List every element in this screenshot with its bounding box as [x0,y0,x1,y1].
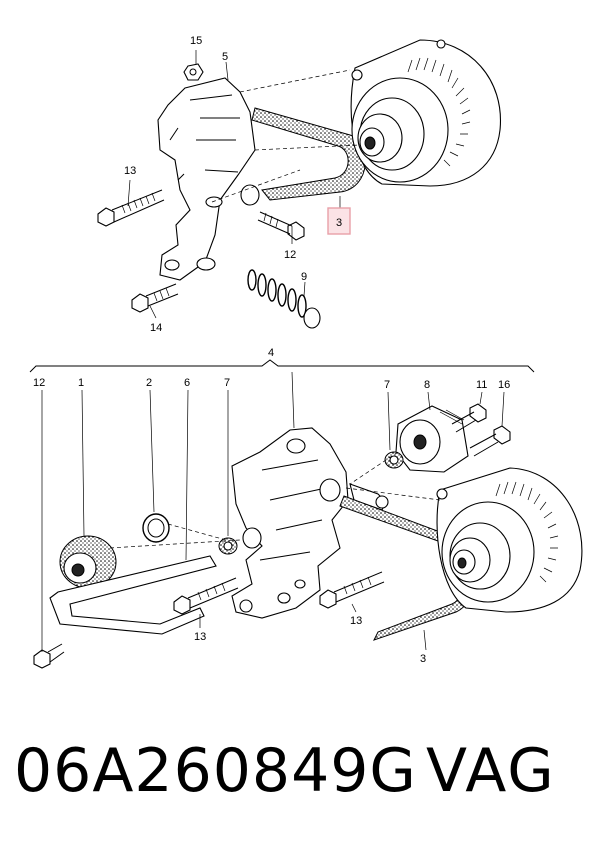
link-pin [349,483,389,511]
upper-assembly: 15 5 13 12 3 9 14 [97,35,502,334]
callout-14: 14 [150,322,162,334]
nut [183,63,204,81]
callout-6: 6 [184,377,190,389]
callout-7: 7 [384,379,390,391]
idler-pulley [59,535,117,589]
washer [218,537,238,555]
callout-2: 2 [146,377,152,389]
ribbed-belt [251,107,366,201]
lower-assembly: 4 12 1 2 6 7 7 8 11 16 13 13 3 [29,347,583,669]
bolt [451,403,487,433]
bolt [33,643,65,669]
callout-11: 11 [476,379,487,391]
callout-12: 12 [33,377,45,389]
tensioner-rod [49,555,217,635]
callout-13: 13 [194,631,206,643]
callout-13: 13 [124,165,136,177]
callout-13: 13 [350,615,362,627]
snap-ring [142,513,170,543]
callout-3: 3 [420,653,426,665]
callout-9: 9 [301,271,307,283]
callout-3: 3 [336,217,342,229]
callout-5: 5 [222,51,228,63]
bolt [319,571,385,609]
callout-8: 8 [424,379,430,391]
callout-12: 12 [284,249,296,261]
alternator [436,467,583,613]
callout-1: 1 [78,377,84,389]
washer [384,451,404,469]
bolt [97,189,165,227]
alternator [350,39,502,187]
highlight-box [327,207,351,235]
bolt [469,425,511,457]
callout-7: 7 [224,377,230,389]
callout-16: 16 [498,379,510,391]
bolt [131,283,179,313]
spring [247,269,321,329]
callout-4: 4 [268,347,274,359]
mounting-bracket [157,77,260,281]
callout-15: 15 [190,35,202,47]
tensioner-unit [395,405,469,473]
brand-label: VAG [426,736,556,806]
part-number: 06A260849G [14,736,417,806]
bolt [173,577,239,615]
mounting-bracket [231,427,349,619]
bolt [257,211,305,241]
